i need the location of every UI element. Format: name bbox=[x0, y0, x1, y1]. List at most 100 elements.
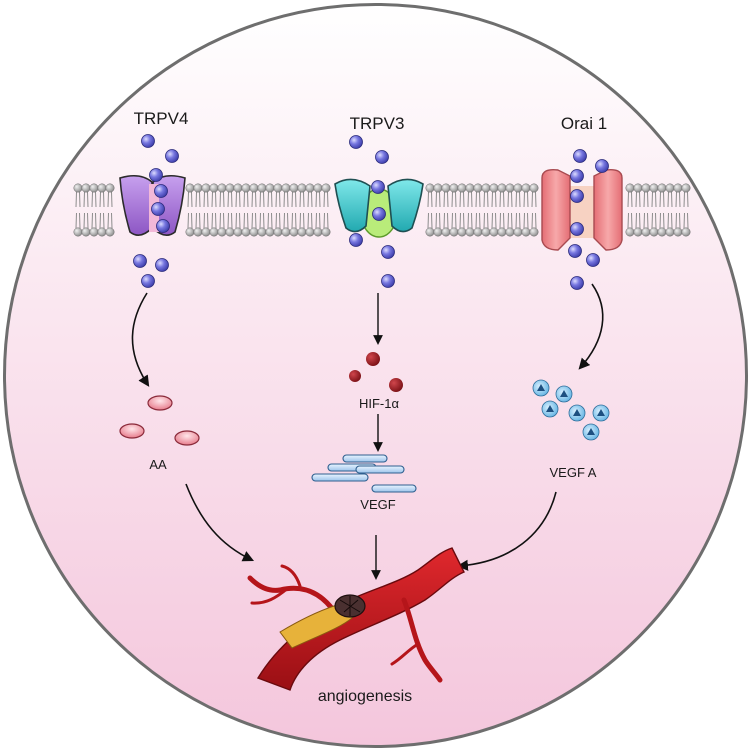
lipid-head bbox=[473, 183, 483, 193]
lipid-tail bbox=[507, 212, 513, 229]
lipid-tail bbox=[75, 191, 81, 208]
lipid-tail bbox=[203, 191, 209, 208]
lipid-head bbox=[665, 183, 675, 193]
vegf-a-label: VEGF A bbox=[549, 465, 597, 480]
calcium-ion bbox=[349, 135, 363, 149]
lipid-tail bbox=[659, 212, 665, 229]
lipid-head bbox=[297, 227, 307, 237]
lipid-head bbox=[257, 227, 267, 237]
lipid-tail bbox=[315, 191, 321, 208]
lipid-head bbox=[521, 227, 531, 237]
lipid-head bbox=[193, 227, 203, 237]
arrow-vegfa-to-angiogenesis bbox=[456, 491, 557, 571]
lipid-tail bbox=[451, 212, 457, 229]
arrow-orai1-to-vegfa bbox=[578, 283, 604, 370]
vegf-a-molecule bbox=[555, 385, 573, 403]
aa-label: AA bbox=[149, 457, 167, 472]
lipid-tail bbox=[299, 212, 305, 229]
calcium-ion bbox=[154, 184, 168, 198]
vegf-label: VEGF bbox=[360, 497, 396, 512]
lipid-head bbox=[529, 183, 539, 193]
lipid-head bbox=[305, 227, 315, 237]
lipid-tail bbox=[675, 191, 681, 208]
vegf-transcripts-icon bbox=[311, 454, 417, 493]
lipid-tail bbox=[83, 191, 89, 208]
lipid-tail bbox=[107, 212, 113, 229]
lipid-tail bbox=[515, 191, 521, 208]
lipid-head bbox=[481, 183, 491, 193]
lipid-head bbox=[105, 227, 115, 237]
lipid-tail bbox=[243, 191, 249, 208]
lipid-tail bbox=[443, 191, 449, 208]
lipid-tail bbox=[251, 191, 257, 208]
lipid-head bbox=[425, 227, 435, 237]
lipid-head bbox=[529, 227, 539, 237]
lipid-tail bbox=[499, 191, 505, 208]
lipid-tail bbox=[251, 212, 257, 229]
lipid-tail bbox=[435, 212, 441, 229]
lipid-head bbox=[457, 183, 467, 193]
lipid-tail bbox=[475, 212, 481, 229]
lipid-tail bbox=[187, 191, 193, 208]
lipid-tail bbox=[195, 212, 201, 229]
lipid-head bbox=[449, 227, 459, 237]
lipid-tail bbox=[75, 212, 81, 229]
calcium-ion bbox=[570, 189, 584, 203]
lipid-tail bbox=[627, 212, 633, 229]
calcium-ion bbox=[349, 233, 363, 247]
trpv3-channel-icon bbox=[334, 178, 424, 238]
arrow-trpv4-to-aa bbox=[131, 292, 150, 387]
lipid-head bbox=[513, 183, 523, 193]
lipid-tail bbox=[459, 191, 465, 208]
lipid-head bbox=[513, 227, 523, 237]
lipid-head bbox=[481, 227, 491, 237]
lipid-head bbox=[505, 227, 515, 237]
calcium-ion bbox=[595, 159, 609, 173]
lipid-tail bbox=[459, 212, 465, 229]
lipid-head bbox=[625, 183, 635, 193]
lipid-tail bbox=[259, 191, 265, 208]
lipid-head bbox=[249, 183, 259, 193]
lipid-head bbox=[465, 183, 475, 193]
lipid-head bbox=[305, 183, 315, 193]
lipid-head bbox=[489, 227, 499, 237]
lipid-tail bbox=[483, 191, 489, 208]
lipid-tail bbox=[659, 191, 665, 208]
calcium-ion bbox=[151, 202, 165, 216]
lipid-tail bbox=[667, 191, 673, 208]
lipid-tail bbox=[323, 191, 329, 208]
lipid-head bbox=[289, 227, 299, 237]
lipid-head bbox=[265, 227, 275, 237]
lipid-head bbox=[473, 227, 483, 237]
lipid-head bbox=[97, 183, 107, 193]
lipid-head bbox=[281, 183, 291, 193]
lipid-head bbox=[233, 183, 243, 193]
lipid-head bbox=[73, 183, 83, 193]
lipid-head bbox=[89, 227, 99, 237]
calcium-ion bbox=[586, 253, 600, 267]
lipid-tail bbox=[491, 212, 497, 229]
lipid-head bbox=[441, 227, 451, 237]
lipid-head bbox=[321, 183, 331, 193]
lipid-head bbox=[657, 227, 667, 237]
lipid-tail bbox=[299, 191, 305, 208]
lipid-head bbox=[521, 183, 531, 193]
lipid-tail bbox=[227, 212, 233, 229]
lipid-head bbox=[105, 183, 115, 193]
lipid-head bbox=[505, 183, 515, 193]
lipid-tail bbox=[427, 191, 433, 208]
vegf-a-molecule bbox=[568, 404, 586, 422]
lipid-head bbox=[217, 227, 227, 237]
lipid-tail bbox=[227, 191, 233, 208]
lipid-tail bbox=[667, 212, 673, 229]
lipid-tail bbox=[99, 191, 105, 208]
lipid-head bbox=[241, 227, 251, 237]
lipid-tail bbox=[91, 212, 97, 229]
lipid-tail bbox=[259, 212, 265, 229]
lipid-tail bbox=[283, 191, 289, 208]
calcium-ion bbox=[155, 258, 169, 272]
lipid-head bbox=[649, 183, 659, 193]
lipid-head bbox=[209, 227, 219, 237]
calcium-ion bbox=[149, 168, 163, 182]
lipid-head bbox=[489, 183, 499, 193]
